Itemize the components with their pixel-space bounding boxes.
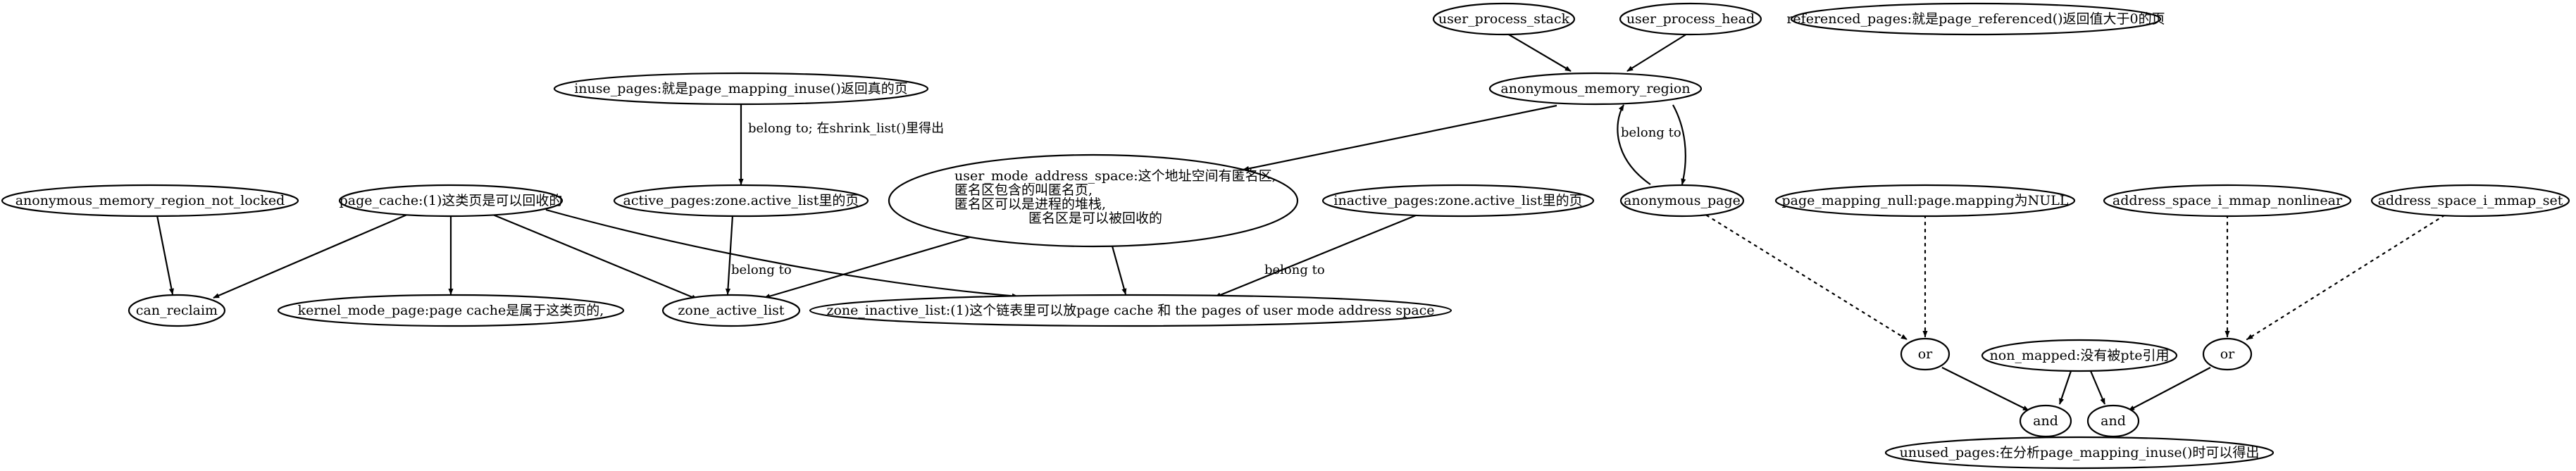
svg-text:anonymous_memory_region_not_lo: anonymous_memory_region_not_locked [15,193,285,208]
node-zone-active-list: zone_active_list [661,294,801,327]
svg-text:inactive_pages:zone.active_lis: inactive_pages:zone.active_list里的页 [1333,193,1582,208]
edge-head-to-anon-region [1626,31,1691,72]
svg-text:active_pages:zone.active_list里: active_pages:zone.active_list里的页 [623,193,859,208]
svg-text:address_space_i_mmap_nonlinear: address_space_i_mmap_nonlinear [2113,193,2343,208]
edge-label-belong-to-anon: belong to [1621,125,1681,140]
svg-text:referenced_pages:就是page_refere: referenced_pages:就是page_referenced()返回值大… [1786,11,2165,27]
node-page-cache: page_cache:(1)这类页是可以回收的 [338,184,564,218]
node-and-left: and [2019,404,2072,438]
edge-label-belong-to-shrink: belong to; 在shrink_list()里得出 [748,121,944,136]
svg-text:page_mapping_null:page.mapping: page_mapping_null:page.mapping为NULL [1781,193,2068,208]
node-unused-pages: unused_pages:在分析page_mapping_inuse()时可以得… [1884,436,2275,470]
node-page-mapping-null: page_mapping_null:page.mapping为NULL [1774,184,2076,218]
node-zone-inactive-list: zone_inactive_list:(1)这个链表里可以放page cache… [809,294,1452,327]
edge-label-belong-to-inactive: belong to [1264,263,1325,277]
node-anonymous-page: anonymous_page [1619,184,1745,218]
edge-stack-to-anon-region [1503,31,1572,72]
node-or-right: or [2202,337,2253,371]
edge-inactive-to-zone-inactive [1214,214,1417,299]
node-or-left: or [1900,337,1950,371]
node-inactive-pages: inactive_pages:zone.active_list里的页 [1321,184,1595,218]
edge-label-belong-to-active: belong to [731,263,792,277]
node-anonymous-memory-region: anonymous_memory_region [1488,72,1703,106]
node-can-reclaim: can_reclaim [127,294,226,327]
svg-text:kernel_mode_page:page cache是属于: kernel_mode_page:page cache是属于这类页的, [298,303,604,318]
edge-anon-page-to-anon-region [1617,104,1651,185]
edge-set-to-or-right [2246,214,2446,341]
edge-active-to-zone-active [725,215,734,295]
svg-text:page_cache:(1)这类页是可以回收的: page_cache:(1)这类页是可以回收的 [340,193,563,208]
edge-page-cache-to-zone-inactive [545,208,1019,299]
edge-page-cache-to-zone-active [489,212,698,301]
svg-text:and: and [2101,413,2126,429]
node-address-space-i-mmap-set: address_space_i_mmap_set [2370,184,2570,218]
svg-text:zone_inactive_list:(1)这个链表里可以放: zone_inactive_list:(1)这个链表里可以放page cache… [826,303,1434,318]
svg-text:anonymous_page: anonymous_page [1624,193,1741,208]
edge-or-left-to-and-left [1941,367,2029,411]
edge-anon-region-to-user-mode [1243,104,1557,171]
svg-text:non_mapped:没有被pte引用: non_mapped:没有被pte引用 [1990,348,2170,363]
svg-text:user_mode_address_space:这个地址空间: user_mode_address_space:这个地址空间有匿名区, 匿名区包… [954,168,1281,226]
svg-text:or: or [2220,346,2235,362]
node-address-space-i-mmap-nonlinear: address_space_i_mmap_nonlinear [2103,184,2352,218]
node-non-mapped: non_mapped:没有被pte引用 [1981,339,2178,372]
svg-text:unused_pages:在分析page_mapping_i: unused_pages:在分析page_mapping_inuse()时可以得… [1900,445,2260,460]
edge-non-mapped-to-and-right [2089,370,2106,405]
edge-user-mode-to-zone-active [764,235,973,299]
node-inuse-pages: inuse_pages:就是page_mapping_inuse()返回真的页 [553,72,929,106]
edges [156,31,2446,463]
edge-anon-page-to-or-left [1705,214,1908,341]
svg-text:and: and [2033,413,2058,429]
svg-text:user_process_stack: user_process_stack [1438,11,1570,27]
node-kernel-mode-page: kernel_mode_page:page cache是属于这类页的, [277,294,625,327]
svg-text:or: or [1918,346,1933,362]
edge-not-locked-to-can-reclaim [156,215,174,295]
svg-text:anonymous_memory_region: anonymous_memory_region [1500,81,1690,96]
svg-text:inuse_pages:就是page_mapping_inu: inuse_pages:就是page_mapping_inuse()返回真的页 [574,81,908,96]
edge-anon-region-to-anon-page [1672,104,1686,185]
node-active-pages: active_pages:zone.active_list里的页 [613,184,869,218]
node-user-process-stack: user_process_stack [1432,2,1576,36]
edge-page-cache-to-can-reclaim [213,213,409,299]
node-user-process-head: user_process_head [1619,2,1762,36]
svg-text:can_reclaim: can_reclaim [136,303,218,318]
svg-text:address_space_i_mmap_set: address_space_i_mmap_set [2378,193,2563,208]
svg-text:zone_active_list: zone_active_list [678,303,784,318]
svg-text:user_process_head: user_process_head [1626,11,1755,27]
edge-non-mapped-to-and-left [2058,370,2072,405]
edge-or-right-to-and-right [2128,367,2211,411]
edge-user-mode-to-zone-inactive [1110,243,1127,295]
node-user-mode-address-space: user_mode_address_space:这个地址空间有匿名区, 匿名区包… [888,153,1299,248]
node-and-right: and [2086,404,2140,438]
node-referenced-pages: referenced_pages:就是page_referenced()返回值大… [1786,2,2165,36]
node-anonymous-memory-region-not-locked: anonymous_memory_region_not_locked [1,184,299,218]
